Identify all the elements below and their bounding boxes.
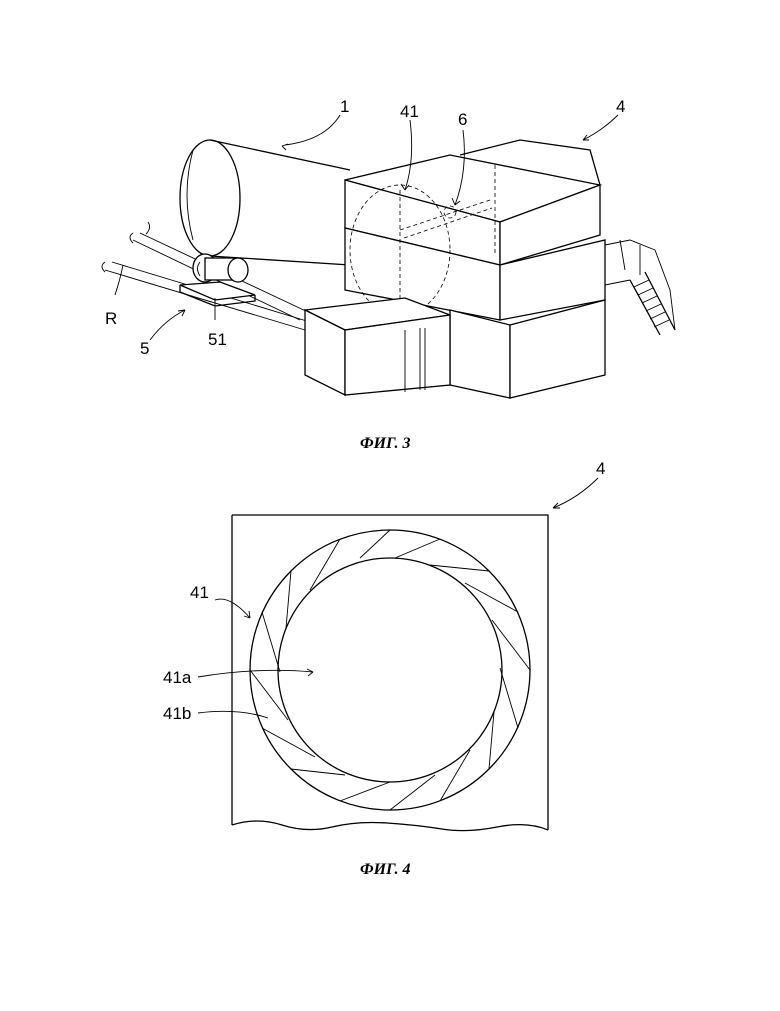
label-shutter-fig4: 41 <box>190 583 209 602</box>
label-housing: 4 <box>616 97 625 116</box>
access-stairs <box>605 240 675 335</box>
drive-unit <box>180 254 255 306</box>
label-blades: 41b <box>163 704 191 723</box>
figure-3-drawing <box>102 115 675 398</box>
label-shutter: 41 <box>400 102 419 121</box>
label-opening: 41a <box>163 668 192 687</box>
figure-3-caption: ФИГ. 3 <box>360 435 411 452</box>
figure-4-drawing <box>198 478 598 831</box>
label-rail: R <box>105 309 117 328</box>
leader-lines-fig4 <box>198 478 598 718</box>
iris-shutter <box>250 530 530 810</box>
label-base: 5 <box>140 339 149 358</box>
label-window: 6 <box>458 110 467 129</box>
label-drum: 1 <box>340 97 349 116</box>
figure-4-caption: ФИГ. 4 <box>360 861 411 878</box>
label-drive: 51 <box>208 330 227 349</box>
label-housing-fig4: 4 <box>596 459 605 478</box>
front-cabinet <box>305 298 450 395</box>
rotary-drum <box>180 140 350 265</box>
